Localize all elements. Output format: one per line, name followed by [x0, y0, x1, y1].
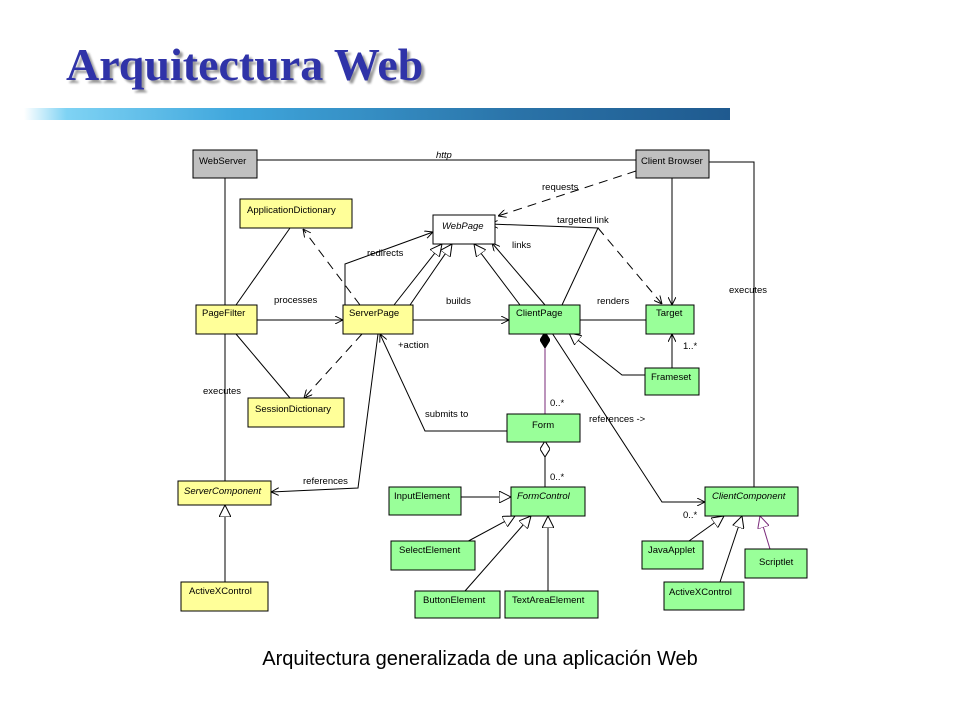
svg-text:Client Browser: Client Browser — [641, 156, 703, 167]
edge-targeted-link-dash — [597, 227, 662, 304]
svg-text:Form: Form — [532, 420, 554, 431]
label-references-right: references -> — [589, 414, 646, 425]
class-activex-control-client: ActiveXControl — [663, 581, 745, 611]
svg-text:ButtonElement: ButtonElement — [423, 595, 486, 606]
class-textarea-element: TextAreaElement — [504, 590, 599, 619]
label-renders: renders — [597, 296, 629, 307]
label-processes: processes — [274, 295, 318, 306]
title-underline-bar — [24, 108, 730, 120]
svg-text:Scriptlet: Scriptlet — [759, 557, 794, 568]
edge-pagefilter-sessiondict — [235, 333, 291, 399]
diagram-edges — [225, 159, 771, 592]
label-mult-form: 0..* — [550, 398, 565, 409]
class-form: Form — [506, 413, 581, 443]
svg-text:PageFilter: PageFilter — [202, 308, 245, 319]
diagram-caption: Arquitectura generalizada de una aplicac… — [262, 648, 698, 670]
label-requests: requests — [542, 182, 579, 193]
edge-references-left — [271, 333, 379, 492]
svg-text:FormControl: FormControl — [517, 491, 571, 502]
class-boxes: WebServer Client Browser ApplicationDict… — [177, 149, 808, 619]
edge-pagefilter-appdict — [235, 227, 291, 306]
edge-submits-to — [380, 334, 507, 432]
edge-targeted-link — [490, 224, 599, 306]
label-mult-target: 1..* — [683, 341, 698, 352]
edge-serverpage-sessiondict — [304, 333, 363, 398]
svg-text:SelectElement: SelectElement — [399, 545, 461, 556]
svg-text:InputElement: InputElement — [394, 491, 450, 502]
svg-text:Target: Target — [656, 308, 683, 319]
uml-class-diagram: http requests targeted link redirects li… — [177, 149, 808, 619]
class-page-filter: PageFilter — [195, 304, 258, 335]
label-redirects: redirects — [367, 248, 404, 259]
label-references-left: references — [303, 476, 348, 487]
label-action: +action — [398, 340, 429, 351]
class-web-page: WebPage — [432, 214, 496, 245]
class-java-applet: JavaApplet — [641, 540, 704, 570]
page-title: Arquitectura Web — [66, 39, 424, 90]
class-frameset: Frameset — [644, 367, 700, 396]
edge-buttonelement-formcontrol-gen — [464, 516, 531, 592]
svg-text:ActiveXControl: ActiveXControl — [189, 586, 252, 597]
edge-clientpage-webpage-gen — [474, 244, 521, 306]
edge-selectelement-formcontrol-gen — [460, 516, 515, 546]
label-mult-clientcomponent: 0..* — [683, 510, 698, 521]
svg-text:TextAreaElement: TextAreaElement — [512, 595, 585, 606]
class-select-element: SelectElement — [390, 540, 476, 571]
label-http: http — [436, 150, 452, 161]
label-targeted-link: targeted link — [557, 215, 609, 226]
class-web-server: WebServer — [192, 149, 258, 179]
edge-references-right — [551, 332, 705, 502]
class-session-dictionary: SessionDictionary — [247, 397, 345, 428]
svg-text:WebServer: WebServer — [199, 156, 246, 167]
class-server-page: ServerPage — [342, 304, 414, 335]
edge-serverpage-webpage-gen2 — [409, 244, 452, 306]
svg-text:ServerPage: ServerPage — [349, 308, 399, 319]
edge-scriptlet-clientcomponent-gen — [760, 516, 771, 550]
edge-labels: http requests targeted link redirects li… — [203, 150, 767, 521]
class-activex-control-server: ActiveXControl — [180, 581, 269, 612]
class-client-page: ClientPage — [508, 304, 581, 335]
class-button-element: ButtonElement — [414, 590, 501, 619]
label-executes-right: executes — [729, 285, 767, 296]
label-submits-to: submits to — [425, 409, 468, 420]
svg-text:ClientComponent: ClientComponent — [712, 491, 786, 502]
class-target: Target — [645, 304, 695, 335]
svg-text:Frameset: Frameset — [651, 372, 691, 383]
svg-text:JavaApplet: JavaApplet — [648, 545, 695, 556]
edge-requests — [498, 170, 637, 216]
label-mult-formcontrol: 0..* — [550, 472, 565, 483]
class-client-browser: Client Browser — [635, 149, 710, 179]
label-executes-left: executes — [203, 386, 241, 397]
class-input-element: InputElement — [388, 486, 462, 516]
svg-text:ApplicationDictionary: ApplicationDictionary — [247, 205, 336, 216]
edge-links — [492, 243, 546, 306]
label-links: links — [512, 240, 531, 251]
svg-text:WebPage: WebPage — [442, 221, 484, 232]
class-form-control: FormControl — [510, 486, 586, 517]
edge-executes-right — [709, 161, 755, 498]
edge-frameset-clientpage-gen — [569, 333, 645, 376]
edge-activex-clientcomponent-gen — [719, 516, 742, 583]
class-client-component: ClientComponent — [704, 486, 799, 517]
edge-serverpage-appdict — [303, 229, 361, 306]
class-server-component: ServerComponent — [177, 480, 272, 506]
label-builds: builds — [446, 296, 471, 307]
svg-text:ClientPage: ClientPage — [516, 308, 562, 319]
edge-serverpage-webpage-gen1 — [393, 244, 442, 306]
class-scriptlet: Scriptlet — [744, 548, 808, 579]
svg-text:SessionDictionary: SessionDictionary — [255, 404, 331, 415]
svg-text:ActiveXControl: ActiveXControl — [669, 587, 732, 598]
edge-redirects — [344, 232, 433, 305]
class-application-dictionary: ApplicationDictionary — [239, 198, 353, 229]
svg-text:ServerComponent: ServerComponent — [184, 486, 261, 497]
edge-javaapplet-clientcomponent-gen — [688, 516, 724, 542]
